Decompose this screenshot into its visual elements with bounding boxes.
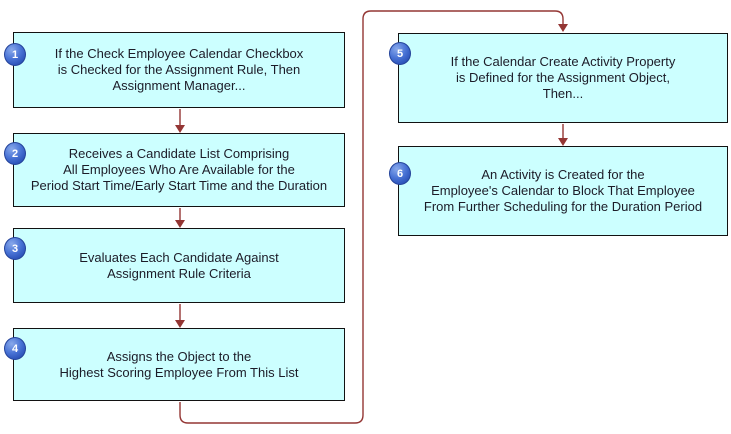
flow-step-4: 4 Assigns the Object to the Highest Scor… [4, 328, 345, 401]
step-text-line: Assignment Manager... [112, 78, 246, 93]
step-text-line: All Employees Who Are Available for the [63, 162, 295, 177]
arrow-5-to-6 [558, 124, 568, 146]
step-number-badge: 1 [4, 43, 26, 66]
step-text-line: is Defined for the Assignment Object, [456, 70, 670, 85]
step-text-line: Then... [542, 86, 584, 101]
step-text-line: is Checked for the Assignment Rule, Then [57, 62, 301, 77]
step-number-badge: 3 [4, 237, 26, 260]
step-text-line: Evaluates Each Candidate Against [79, 249, 279, 265]
step-text-line: From Further Scheduling for the Duration… [423, 199, 703, 214]
arrow-1-to-2 [175, 109, 185, 133]
step-text-line: Highest Scoring Employee From This List [59, 364, 299, 380]
step-number-badge: 2 [4, 142, 26, 165]
step-number-badge: 4 [4, 337, 26, 360]
arrow-3-to-4 [175, 304, 185, 328]
step-number-badge: 5 [389, 42, 411, 65]
flow-step-5: 5 If the Calendar Create Activity Proper… [389, 33, 728, 123]
flow-step-1: 1 If the Check Employee Calendar Checkbo… [4, 32, 345, 108]
step-text-line: If the Check Employee Calendar Checkbox [54, 46, 304, 61]
step-text-line: Period Start Time/Early Start Time and t… [30, 178, 328, 193]
flow-step-3: 3 Evaluates Each Candidate Against Assig… [4, 228, 345, 303]
step-text-line: An Activity is Created for the [481, 167, 645, 182]
flow-step-2: 2 Receives a Candidate List Comprising A… [4, 133, 345, 207]
step-text-line: Assignment Rule Criteria [107, 265, 251, 281]
step-text-line: Receives a Candidate List Comprising [68, 146, 290, 161]
step-text: Receives a Candidate List Comprising All… [31, 146, 327, 194]
step-text: If the Calendar Create Activity Property… [451, 54, 676, 102]
step-text-line: Assigns the Object to the [106, 348, 252, 364]
flow-step-6: 6 An Activity is Created for the Employe… [389, 146, 728, 236]
step-text: Assigns the Object to the Highest Scorin… [60, 349, 299, 381]
step-text: An Activity is Created for the Employee'… [424, 167, 702, 215]
step-number-badge: 6 [389, 162, 411, 185]
arrow-2-to-3 [175, 208, 185, 228]
step-text-line: Employee's Calendar to Block That Employ… [431, 183, 695, 198]
step-text: If the Check Employee Calendar Checkbox … [55, 46, 304, 94]
step-text-line: If the Calendar Create Activity Property [450, 54, 676, 69]
step-text: Evaluates Each Candidate Against Assignm… [79, 250, 278, 282]
